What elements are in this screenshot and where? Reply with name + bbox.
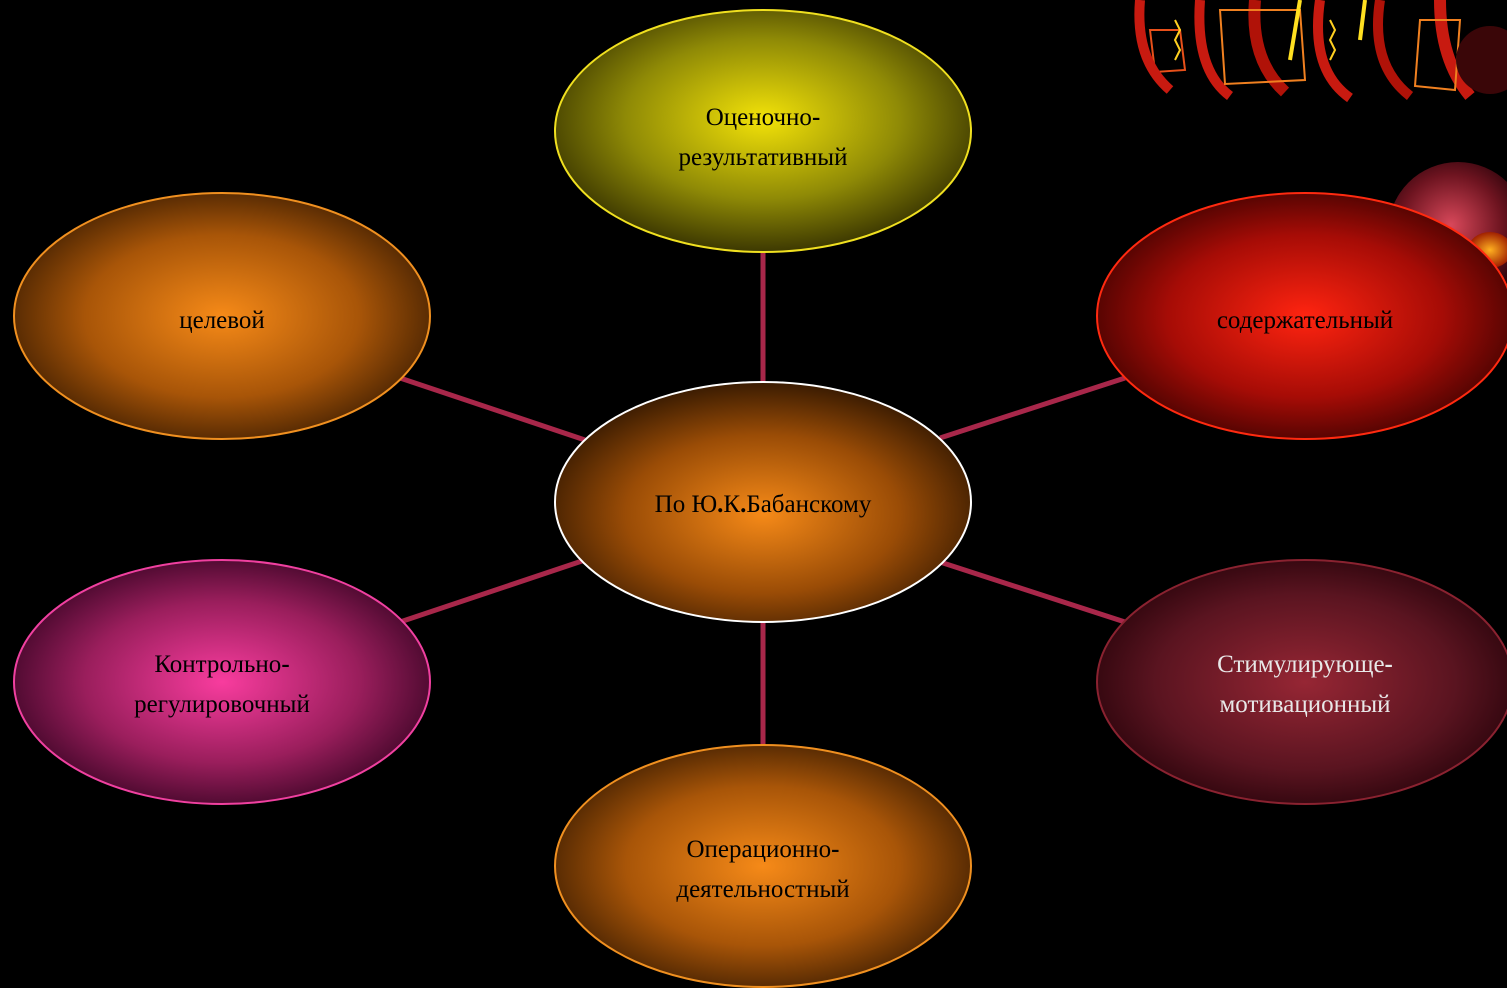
node-top: Оценочно- результативный [554,9,972,253]
node-center-line1: По Ю [655,491,718,518]
node-center: По Ю.К.Бабанскому [554,381,972,623]
node-lower-right: Стимулирующе- мотивационный [1096,559,1507,805]
svg-text:Операционно-: Операционно- [687,836,840,863]
svg-text:Оценочно-: Оценочно- [706,104,821,131]
svg-text:Контрольно-: Контрольно- [154,651,289,678]
svg-text:Стимулирующе-: Стимулирующе- [1217,651,1393,678]
node-lower-right-line2: мотивационный [1219,691,1390,718]
node-center-dot1: . [717,491,723,518]
connector-lines [399,250,1126,745]
node-lower-left-line2: регулировочный [134,691,310,718]
connector-upper-left [399,375,586,443]
node-lower-left: Контрольно- регулировочный [13,559,431,805]
svg-text:По Ю.К.Бабанскому: По Ю.К.Бабанскому [655,491,872,518]
node-upper-left-line1: целевой [179,307,265,334]
node-bottom-line2: деятельностный [676,876,849,903]
node-upper-right-line1: содержательный [1217,307,1393,334]
node-top-hyphen: - [812,104,820,131]
node-lower-left-hyphen: - [281,651,289,678]
node-center-mid: К [723,491,740,518]
node-bottom-hyphen: - [831,836,839,863]
node-lower-right-line1: Стимулирующе [1217,651,1384,678]
node-bottom-line1: Операционно [687,836,832,863]
node-lower-right-hyphen: - [1385,651,1393,678]
node-upper-right: содержательный [1096,192,1507,440]
node-bottom: Операционно- деятельностный [554,744,972,988]
node-top-line1: Оценочно [706,104,812,131]
connector-lower-right [939,559,1126,625]
connector-lower-left [399,557,586,625]
node-top-line2: результативный [679,144,848,171]
node-upper-left: целевой [13,192,431,440]
node-center-dot2: . [740,491,746,518]
node-lower-left-line1: Контрольно [154,651,281,678]
connector-upper-right [939,375,1126,441]
node-center-line2: Бабанскому [746,491,871,518]
